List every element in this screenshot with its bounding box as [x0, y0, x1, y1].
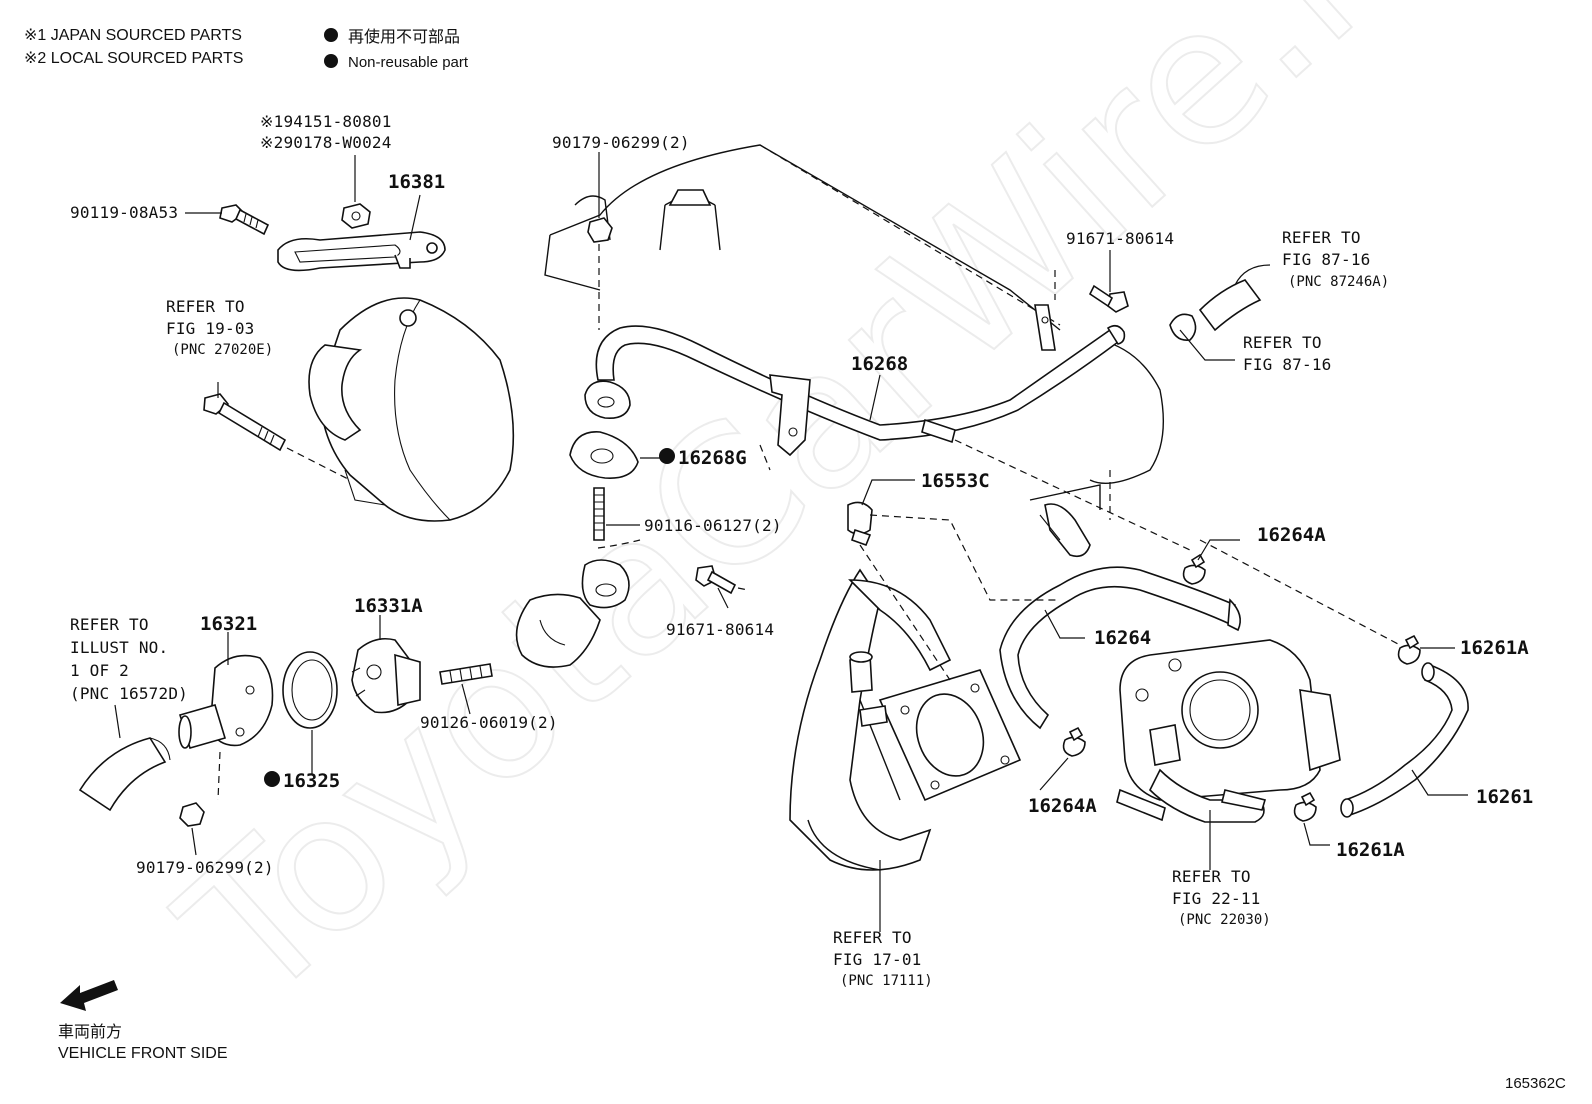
label-refer-22-11: FIG 22-11 — [1172, 889, 1261, 908]
label-16325: 16325 — [283, 770, 340, 792]
nut-90179-bottom — [179, 802, 205, 827]
label-refer-17-01: (PNC 17111) — [840, 973, 933, 989]
labels: ※194151-80801 ※290178-W0024 16381 90119-… — [70, 112, 1533, 989]
clip-16264A-bottom — [1062, 726, 1086, 757]
label-16268G: 16268G — [678, 447, 747, 469]
clamp-16553C — [847, 501, 873, 547]
nut-90179-top — [587, 217, 613, 243]
label-16321: 16321 — [200, 613, 257, 635]
label-90179-top: 90179-06299(2) — [552, 133, 690, 152]
non-reusable-dot-icon — [659, 448, 675, 464]
legend-non-reusable-en: Non-reusable part — [348, 54, 469, 71]
label-194151: ※194151-80801 — [260, 112, 392, 131]
label-90116: 90116-06127(2) — [644, 516, 782, 535]
legend: ※1 JAPAN SOURCED PARTS ※2 LOCAL SOURCED … — [24, 27, 469, 71]
front-label-jp: 車両前方 — [58, 1023, 122, 1041]
bolt-91671-mid — [695, 565, 737, 595]
label-16261A-bottom: 16261A — [1336, 839, 1405, 861]
label-16264A-top: 16264A — [1257, 524, 1326, 546]
label-refer-87-16-a: (PNC 87246A) — [1288, 274, 1389, 290]
label-refer-17-01: REFER TO — [833, 928, 912, 947]
leader-lines — [114, 152, 1468, 932]
front-label-en: VEHICLE FRONT SIDE — [58, 1045, 228, 1062]
water-outlet — [515, 559, 630, 668]
dash-line — [217, 751, 221, 801]
label-16261: 16261 — [1476, 786, 1533, 808]
label-290178: ※290178-W0024 — [260, 133, 392, 152]
legend-local-sourced: ※2 LOCAL SOURCED PARTS — [24, 50, 243, 67]
label-16264: 16264 — [1094, 627, 1151, 649]
legend-japan-sourced: ※1 JAPAN SOURCED PARTS — [24, 27, 242, 44]
watermark-text: ToyotaCarWire.ru — [141, 0, 1503, 1044]
dash-line — [597, 539, 641, 549]
label-refer-19-03: REFER TO — [166, 297, 245, 316]
thermostat-16331A — [351, 637, 421, 714]
hose-16261 — [1340, 662, 1469, 818]
label-16264A-bottom: 16264A — [1028, 795, 1097, 817]
hose-refer-87-16 — [1169, 279, 1262, 342]
label-16331A: 16331A — [354, 595, 423, 617]
non-reusable-dot-icon — [264, 771, 280, 787]
alternator — [308, 297, 515, 522]
label-refer-22-11: REFER TO — [1172, 867, 1251, 886]
label-refer-87-16-a: FIG 87-16 — [1282, 250, 1371, 269]
watermark: ToyotaCarWire.ru — [140, 0, 1504, 1045]
intake-manifold — [789, 568, 1022, 871]
clip-16261A-top — [1397, 634, 1421, 665]
front-arrow-icon — [60, 980, 118, 1011]
label-refer-illust: 1 OF 2 — [70, 661, 129, 680]
figure-id: 165362C — [1505, 1075, 1566, 1092]
engine-outline — [544, 144, 1164, 558]
bracket-16381 — [219, 203, 446, 272]
label-90126: 90126-06019(2) — [420, 713, 558, 732]
dash-lines — [759, 270, 1401, 681]
label-refer-87-16-a: REFER TO — [1282, 228, 1361, 247]
label-refer-22-11: (PNC 22030) — [1178, 912, 1271, 928]
label-refer-17-01: FIG 17-01 — [833, 950, 922, 969]
clip-16261A-bottom — [1293, 791, 1317, 822]
label-91671-mid: 91671-80614 — [666, 620, 774, 639]
gasket-16325 — [282, 651, 338, 729]
label-16261A-top: 16261A — [1460, 637, 1529, 659]
label-refer-illust: ILLUST NO. — [70, 638, 168, 657]
bolt-91671-top — [1088, 284, 1129, 313]
stud-90126 — [439, 663, 493, 685]
vehicle-front-indicator: 車両前方 VEHICLE FRONT SIDE — [58, 980, 228, 1062]
label-refer-87-16-b: FIG 87-16 — [1243, 355, 1332, 374]
label-91671-top: 91671-80614 — [1066, 229, 1174, 248]
bolt-alternator — [203, 393, 287, 452]
hose-16264 — [999, 566, 1241, 730]
hose-lower — [78, 737, 171, 812]
label-refer-19-03: (PNC 27020E) — [172, 342, 273, 358]
label-refer-87-16-b: REFER TO — [1243, 333, 1322, 352]
legend-non-reusable-jp: 再使用不可部品 — [348, 28, 460, 46]
label-90179-bottom: 90179-06299(2) — [136, 858, 274, 877]
gasket-16268G — [569, 431, 639, 479]
clip-16264A-top — [1182, 553, 1206, 585]
label-16553C: 16553C — [921, 470, 990, 492]
label-90119: 90119-08A53 — [70, 203, 178, 222]
dash-line — [737, 587, 749, 591]
label-16381: 16381 — [388, 171, 445, 193]
throttle-body — [1116, 639, 1341, 823]
legend-dot-icon — [324, 54, 338, 68]
water-inlet-16321 — [178, 654, 274, 749]
label-refer-19-03: FIG 19-03 — [166, 319, 255, 338]
stud-90116 — [593, 487, 605, 541]
pipe-16268 — [584, 304, 1126, 457]
label-refer-illust: (PNC 16572D) — [70, 684, 188, 703]
legend-dot-icon — [324, 28, 338, 42]
label-refer-illust: REFER TO — [70, 615, 149, 634]
label-16268: 16268 — [851, 353, 908, 375]
